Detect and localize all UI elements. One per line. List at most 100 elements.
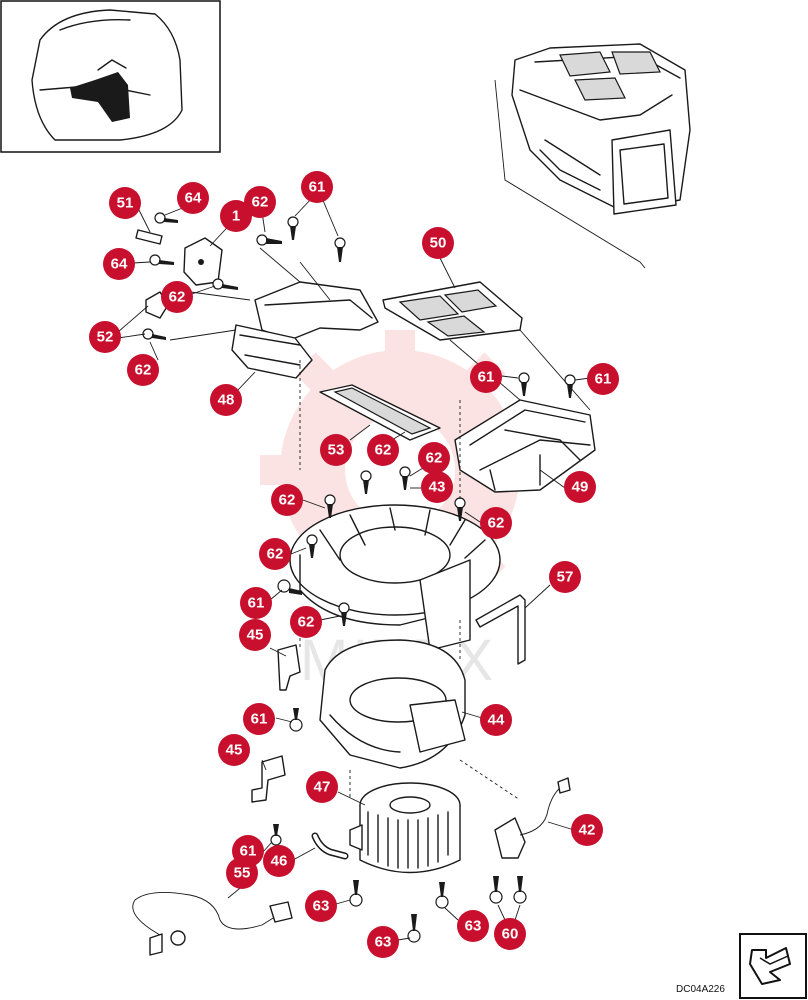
svg-text:62: 62 (298, 614, 315, 631)
svg-text:62: 62 (375, 442, 392, 459)
callout-62: 62 (480, 507, 512, 539)
svg-text:45: 45 (226, 742, 243, 759)
svg-text:62: 62 (252, 194, 269, 211)
callout-51: 51 (109, 187, 141, 219)
screw-icon (149, 254, 174, 266)
svg-text:48: 48 (218, 392, 235, 409)
callout-45: 45 (218, 734, 250, 766)
svg-text:64: 64 (185, 190, 202, 207)
callout-64: 64 (103, 248, 135, 280)
callout-46: 46 (263, 845, 295, 877)
svg-text:62: 62 (279, 492, 296, 509)
screws (135, 212, 576, 943)
svg-text:62: 62 (267, 546, 284, 563)
callout-62: 62 (244, 186, 276, 218)
callout-43: 43 (421, 471, 453, 503)
svg-text:49: 49 (572, 479, 589, 496)
svg-text:61: 61 (251, 711, 268, 728)
screw-icon (277, 579, 302, 595)
svg-text:52: 52 (97, 329, 114, 346)
callout-42: 42 (571, 814, 603, 846)
callout-61: 61 (240, 587, 272, 619)
locator-inset (0, 0, 221, 153)
callout-55: 55 (226, 857, 258, 889)
screw-icon (513, 876, 527, 904)
svg-text:63: 63 (313, 898, 330, 915)
svg-text:61: 61 (309, 179, 326, 196)
bracket-45-lower (251, 755, 286, 803)
svg-text:64: 64 (111, 256, 128, 273)
callout-53: 53 (320, 434, 352, 466)
svg-text:46: 46 (271, 853, 288, 870)
hose-46 (311, 832, 349, 860)
scroll-housing-upper (289, 504, 501, 651)
callout-49: 49 (564, 471, 596, 503)
cover-plate-1 (183, 237, 223, 286)
callout-63: 63 (305, 890, 337, 922)
filter-53 (319, 384, 441, 441)
callout-44: 44 (480, 704, 512, 736)
screw-icon (518, 372, 530, 396)
callout-61: 61 (587, 363, 619, 395)
clip-icon (135, 229, 163, 245)
callout-61: 61 (243, 703, 275, 735)
blower-motor-47 (349, 782, 461, 874)
svg-text:62: 62 (426, 450, 443, 467)
screw-icon (289, 708, 303, 732)
screw-icon (212, 278, 238, 290)
screw-icon (306, 534, 318, 558)
document-code: DC04A226 (676, 984, 725, 995)
svg-text:62: 62 (488, 515, 505, 532)
svg-text:42: 42 (579, 822, 596, 839)
clip-57 (475, 594, 526, 665)
callout-61: 61 (301, 171, 333, 203)
svg-text:44: 44 (488, 712, 505, 729)
svg-text:53: 53 (328, 442, 345, 459)
callout-64: 64 (177, 182, 209, 214)
svg-text:51: 51 (117, 195, 134, 212)
svg-text:61: 61 (240, 843, 257, 860)
callout-57: 57 (549, 561, 581, 593)
svg-text:1: 1 (232, 208, 240, 225)
callout-63: 63 (367, 926, 399, 958)
svg-text:47: 47 (314, 779, 331, 796)
svg-text:55: 55 (234, 865, 251, 882)
screw-icon (338, 602, 350, 626)
svg-text:45: 45 (247, 627, 264, 644)
svg-text:60: 60 (502, 926, 519, 943)
screw-icon (407, 914, 421, 943)
callout-52: 52 (89, 321, 121, 353)
callout-47: 47 (306, 771, 338, 803)
upper-housing-48 (231, 281, 379, 379)
case-49 (454, 399, 596, 493)
svg-text:63: 63 (465, 918, 482, 935)
svg-text:62: 62 (169, 289, 186, 306)
svg-text:43: 43 (429, 479, 446, 496)
callouts: 51 64 1 62 61 64 62 52 62 48 50 61 61 53… (89, 171, 619, 958)
screw-icon (435, 882, 449, 909)
callout-45: 45 (239, 619, 271, 651)
svg-text:61: 61 (248, 595, 265, 612)
forward-arrow-icon[interactable] (739, 933, 807, 999)
callout-62: 62 (290, 606, 322, 638)
screw-icon (256, 234, 282, 246)
callout-48: 48 (210, 384, 242, 416)
screw-icon (399, 466, 411, 490)
screw-icon (564, 374, 576, 398)
screw-icon (287, 216, 299, 240)
screw-icon (489, 876, 503, 904)
callout-50: 50 (422, 227, 454, 259)
screw-icon (270, 824, 282, 846)
svg-text:57: 57 (557, 569, 574, 586)
callout-62: 62 (418, 442, 450, 474)
callout-62: 62 (161, 281, 193, 313)
callout-62: 62 (271, 484, 303, 516)
filter-50 (382, 281, 523, 341)
screw-icon (142, 328, 166, 340)
screw-icon (334, 237, 346, 262)
screw-icon (349, 880, 363, 907)
wire-harness-55 (132, 891, 293, 956)
hvac-unit-overview (494, 43, 691, 269)
screw-icon (324, 494, 336, 518)
